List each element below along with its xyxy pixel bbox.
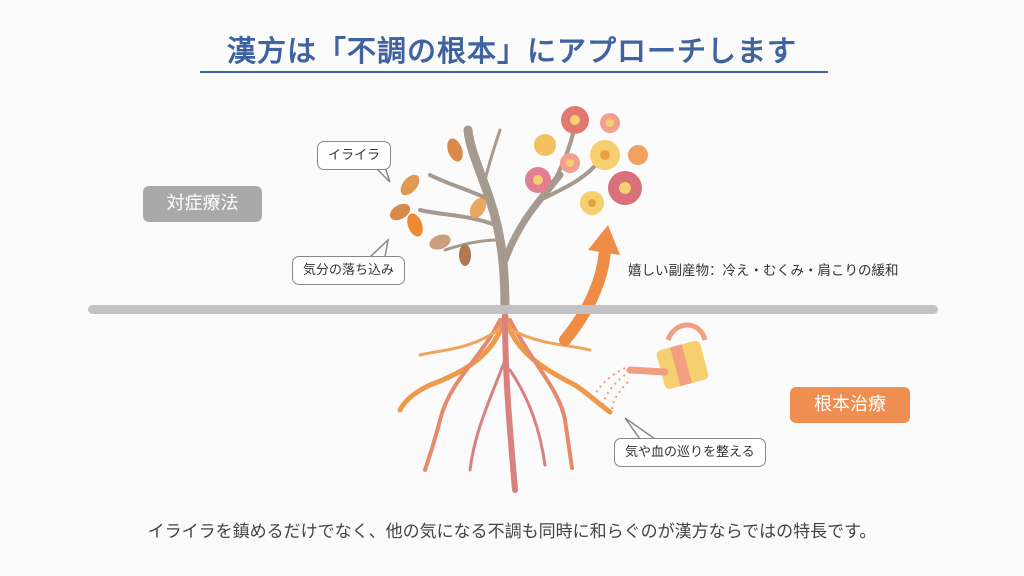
side-effect-text: 嬉しい副産物：冷え・むくみ・肩こりの緩和 (628, 263, 899, 279)
symptomatic-treatment-label: 対症療法 (143, 186, 262, 222)
bubble-tail (624, 417, 656, 440)
irritation-bubble: イライラ (317, 141, 392, 170)
bubble-tail (374, 166, 391, 183)
title-underline (200, 71, 828, 73)
circulation-bubble: 気や血の巡りを整える (614, 438, 766, 467)
bubble-tail (369, 237, 390, 258)
leaves (389, 138, 487, 266)
flowers (525, 106, 648, 215)
watering-can-icon (594, 322, 709, 411)
trunk (418, 123, 602, 315)
ground-line (88, 305, 938, 314)
depression-bubble: 気分の落ち込み (292, 256, 406, 285)
footer-caption: イライラを鎮めるだけでなく、他の気になる不調も同時に和らぐのが漢方ならではの特長… (147, 522, 877, 542)
root-treatment-label: 根本治療 (790, 387, 910, 423)
growth-arrow-icon (559, 225, 620, 346)
roots (397, 309, 613, 493)
page-title: 漢方は「不調の根本」にアプローチします (226, 34, 797, 68)
